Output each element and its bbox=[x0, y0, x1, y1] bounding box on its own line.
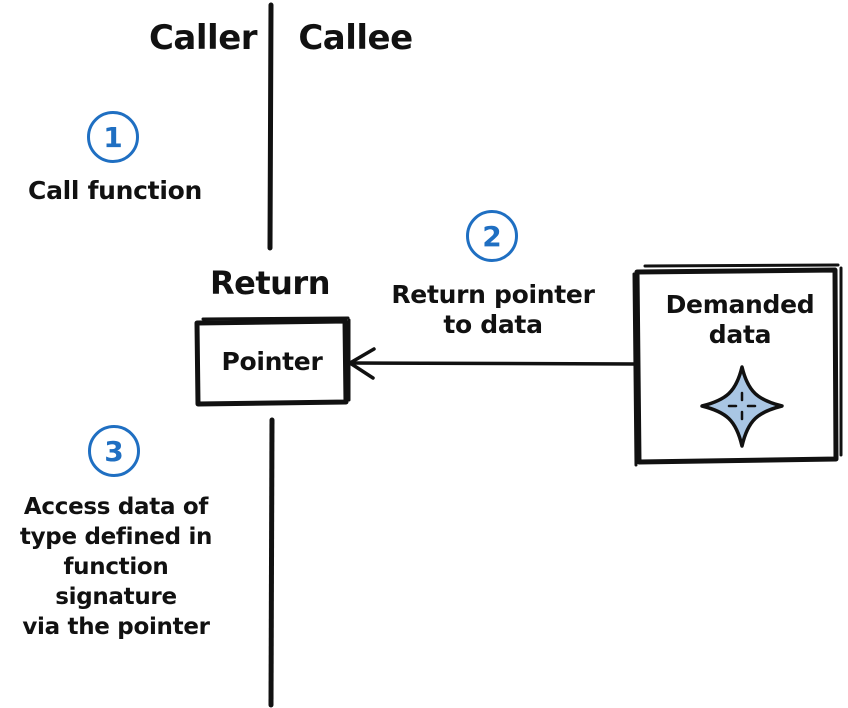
step-2-badge: 2 bbox=[466, 210, 518, 262]
divider-line-top bbox=[267, 2, 274, 251]
pointer-box-frame bbox=[194, 316, 351, 407]
sparkle-star-icon bbox=[700, 365, 784, 448]
step-3-text: Access data of type defined in function … bbox=[19, 494, 213, 640]
pointer-box-label: Pointer bbox=[221, 347, 323, 376]
return-label: Return bbox=[210, 264, 330, 302]
callee-header: Callee bbox=[298, 18, 413, 58]
return-arrow bbox=[348, 347, 638, 380]
step-3-badge: 3 bbox=[88, 425, 140, 477]
step-1-text: Call function bbox=[28, 176, 202, 205]
caller-header: Caller bbox=[148, 18, 258, 58]
divider-line-bottom bbox=[268, 417, 275, 708]
step-1-badge: 1 bbox=[87, 111, 139, 163]
data-box-label: Demanded data bbox=[665, 290, 815, 349]
data-box-frame bbox=[632, 263, 843, 467]
step-2-text: Return pointer to data bbox=[391, 280, 595, 339]
